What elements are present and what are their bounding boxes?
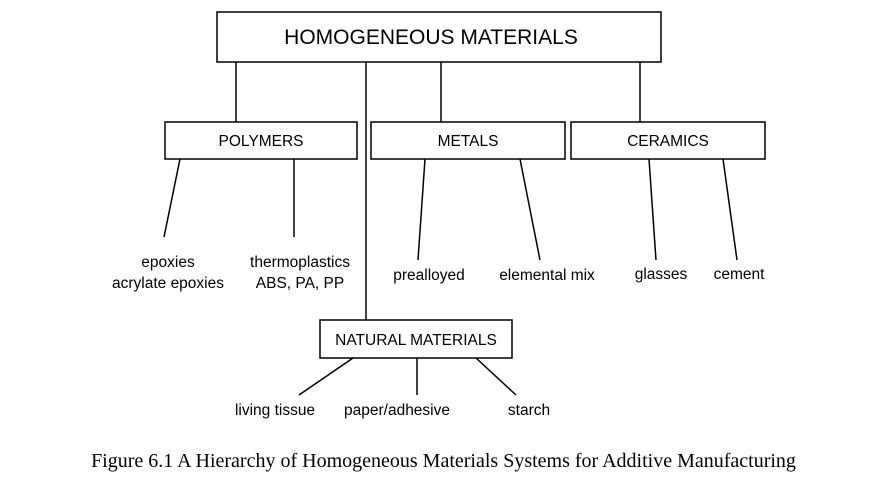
- root-box: [216, 11, 662, 63]
- leaf-elemental-mix: elemental mix: [499, 267, 595, 284]
- metals-label: METALS: [438, 133, 499, 150]
- connector-lines: [163, 62, 738, 396]
- category-ceramics: CERAMICS glasses cement: [570, 121, 766, 283]
- leaf-acrylate-epoxies: acrylate epoxies: [112, 275, 224, 292]
- polymers-label: POLYMERS: [219, 133, 304, 150]
- natural-materials-box: [319, 319, 513, 359]
- metals-to-prealloyed-line: [417, 158, 426, 261]
- leaf-paper-adhesive: paper/adhesive: [344, 402, 450, 419]
- category-polymers: POLYMERS epoxies acrylate epoxies thermo…: [112, 121, 358, 292]
- root-node: HOMOGENEOUS MATERIALS: [216, 11, 662, 63]
- ceramics-box: [570, 121, 766, 160]
- leaf-cement: cement: [714, 266, 766, 283]
- polymers-to-epoxies-line: [163, 158, 181, 238]
- natural-to-starch-line: [475, 357, 517, 396]
- figure-caption: Figure 6.1 A Hierarchy of Homogeneous Ma…: [91, 450, 796, 472]
- leaf-glasses: glasses: [635, 266, 688, 283]
- natural-to-living-tissue-line: [298, 357, 354, 396]
- metals-box: [370, 121, 566, 160]
- ceramics-to-glasses-line: [648, 158, 657, 261]
- ceramics-label: CERAMICS: [627, 133, 709, 150]
- polymers-box: [164, 121, 358, 160]
- ceramics-to-cement-line: [722, 158, 738, 261]
- leaf-prealloyed: prealloyed: [393, 267, 465, 284]
- leaf-starch: starch: [508, 402, 550, 419]
- leaf-thermoplastics: thermoplastics: [250, 254, 350, 271]
- leaf-abs-pa-pp: ABS, PA, PP: [256, 275, 344, 292]
- natural-materials-label: NATURAL MATERIALS: [335, 332, 497, 349]
- category-natural-materials: NATURAL MATERIALS living tissue paper/ad…: [235, 319, 550, 419]
- category-metals: METALS prealloyed elemental mix: [370, 121, 595, 284]
- root-label: HOMOGENEOUS MATERIALS: [284, 26, 578, 49]
- leaf-living-tissue: living tissue: [235, 402, 315, 419]
- leaf-epoxies: epoxies: [141, 254, 195, 271]
- metals-to-elemental-line: [519, 158, 541, 261]
